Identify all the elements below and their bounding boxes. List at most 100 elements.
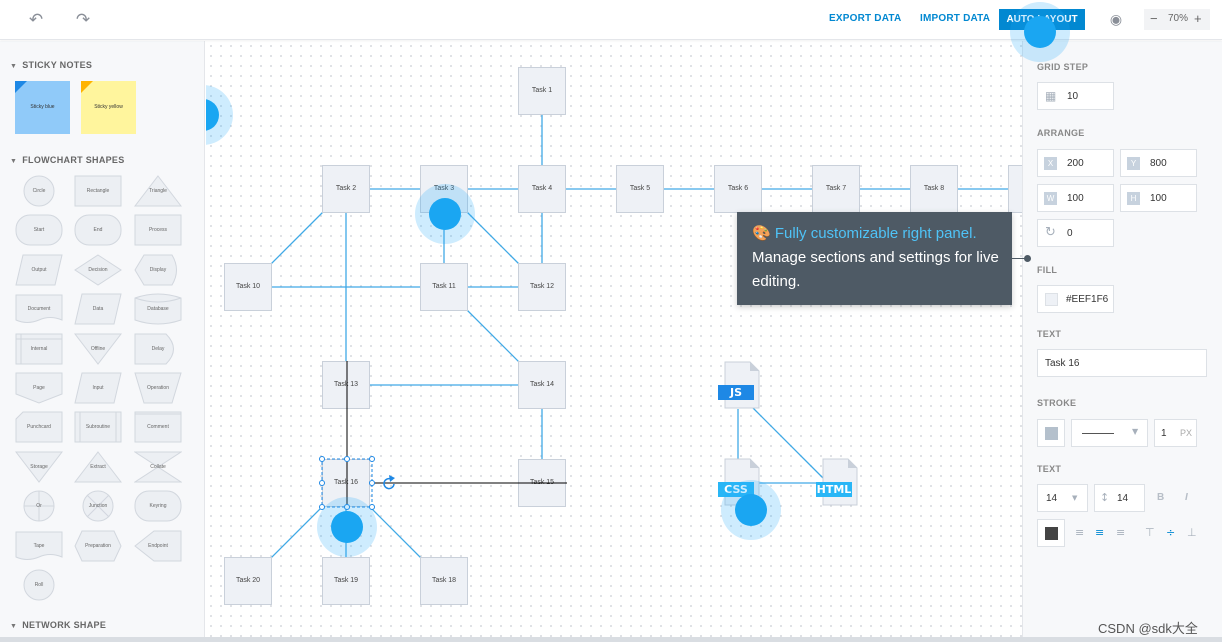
shape-collate[interactable]: Collate	[134, 451, 182, 483]
italic-button[interactable]: I	[1185, 492, 1188, 503]
shape-document[interactable]: Document	[15, 293, 63, 325]
shape-label: Keyring	[149, 503, 167, 510]
preparation-shape-icon	[74, 530, 122, 562]
shape-or[interactable]: Or	[15, 490, 63, 522]
diagram-node[interactable]: Task 12	[518, 263, 566, 311]
shape-decision[interactable]: Decision	[74, 254, 122, 286]
stroke-style-select[interactable]: ▼	[1071, 419, 1148, 447]
shape-data[interactable]: Data	[74, 293, 122, 325]
shape-roll[interactable]: Roll	[15, 569, 63, 601]
sticky-yellow[interactable]: Sticky yellow	[81, 81, 136, 134]
align-top-icon[interactable]: ⊤	[1145, 526, 1155, 539]
zoom-in-button[interactable]: +	[1194, 11, 1202, 26]
align-center-icon[interactable]: ≡	[1095, 526, 1105, 539]
shape-output[interactable]: Output	[15, 254, 63, 286]
align-middle-icon[interactable]: ÷	[1166, 526, 1176, 539]
export-data-button[interactable]: EXPORT DATA	[829, 13, 902, 24]
delay-shape-icon	[134, 333, 174, 365]
shape-junction[interactable]: Junction	[74, 490, 122, 522]
flowchart-shapes-header[interactable]: ▼FLOWCHART SHAPES	[10, 155, 125, 165]
align-right-icon[interactable]: ≡	[1116, 526, 1126, 539]
diagram-node[interactable]: Task 11	[420, 263, 468, 311]
shape-label: Start	[33, 227, 45, 234]
shape-label: Collate	[150, 463, 166, 470]
diagram-node[interactable]: Task 19	[322, 557, 370, 605]
shape-operation[interactable]: Operation	[134, 372, 182, 404]
touch-indicator	[415, 184, 475, 244]
eye-icon[interactable]: ◉	[1109, 12, 1123, 28]
diagram-node[interactable]: Task 18	[420, 557, 468, 605]
stroke-color-input[interactable]	[1037, 419, 1065, 447]
stroke-width-input[interactable]: 1 PX	[1154, 419, 1197, 447]
file-node-html[interactable]: HTML	[816, 458, 858, 506]
bold-button[interactable]: B	[1157, 492, 1165, 503]
y-input[interactable]: Y 800	[1120, 149, 1197, 177]
diagram-node[interactable]: Task 20	[224, 557, 272, 605]
align-left-icon[interactable]: ≡	[1075, 526, 1085, 539]
diagram-node[interactable]: Task 15	[518, 459, 566, 507]
shape-extract[interactable]: Extract	[74, 450, 122, 483]
shape-delay[interactable]: Delay	[134, 333, 182, 365]
sticky-notes-header[interactable]: ▼STICKY NOTES	[10, 60, 93, 70]
fill-swatch[interactable]	[1045, 293, 1058, 306]
shape-endpoint[interactable]: Endpoint	[134, 530, 182, 562]
diagram-node[interactable]: Task 14	[518, 361, 566, 409]
diagram-node-partial[interactable]	[1008, 165, 1022, 213]
keyring-shape-icon	[134, 490, 182, 522]
file-node-css[interactable]: CSS	[718, 458, 760, 506]
diagram-node[interactable]: Task 10	[224, 263, 272, 311]
grid-step-value: 10	[1067, 91, 1079, 102]
grid-step-label: GRID STEP	[1037, 62, 1089, 72]
diagram-node[interactable]: Task 6	[714, 165, 762, 213]
shape-display[interactable]: Display	[134, 254, 182, 286]
edge-line[interactable]	[750, 405, 832, 487]
shape-storage[interactable]: Storage	[15, 451, 63, 483]
diagram-node[interactable]: Task 7	[812, 165, 860, 213]
shape-process[interactable]: Process	[134, 214, 182, 246]
shape-comment[interactable]: Comment	[134, 411, 182, 443]
diagram-node[interactable]: Task 5	[616, 165, 664, 213]
file-node-js[interactable]: JS	[718, 361, 760, 409]
shape-end[interactable]: End	[74, 214, 122, 246]
diagram-node[interactable]: Task 1	[518, 67, 566, 115]
shape-input[interactable]: Input	[74, 372, 122, 404]
network-shape-header[interactable]: ▼NETWORK SHAPE	[10, 620, 107, 630]
shape-offline[interactable]: Offline	[74, 333, 122, 365]
fill-input[interactable]: #EEF1F6	[1037, 285, 1114, 313]
tooltip-connector	[1012, 258, 1026, 259]
h-input[interactable]: H 100	[1120, 184, 1197, 212]
shape-subroutine[interactable]: Subroutine	[74, 411, 122, 443]
shape-triangle[interactable]: Triangle	[134, 175, 182, 207]
shape-keyring[interactable]: Keyring	[134, 490, 182, 522]
sticky-blue[interactable]: Sticky blue	[15, 81, 70, 134]
shape-internal[interactable]: Internal	[15, 333, 63, 365]
rectangle-shape-icon	[74, 175, 122, 207]
zoom-out-button[interactable]: −	[1150, 11, 1158, 26]
font-size-select[interactable]: 14 ▼	[1037, 484, 1088, 512]
align-bottom-icon[interactable]: ⊥	[1187, 526, 1197, 539]
text-color-input[interactable]	[1037, 519, 1065, 547]
shape-database[interactable]: Database	[134, 293, 182, 325]
shape-circle[interactable]: Circle	[15, 175, 63, 207]
line-height-input[interactable]: ↕ 14	[1094, 484, 1145, 512]
redo-icon[interactable]: ↷	[75, 10, 91, 30]
shape-preparation[interactable]: Preparation	[74, 530, 122, 562]
shape-page[interactable]: Page	[15, 372, 63, 404]
subroutine-shape-icon	[74, 411, 122, 443]
diagram-node[interactable]: Task 4	[518, 165, 566, 213]
shape-punchcard[interactable]: Punchcard	[15, 411, 63, 443]
undo-icon[interactable]: ↶	[28, 10, 44, 30]
import-data-button[interactable]: IMPORT DATA	[920, 13, 991, 24]
shape-rectangle[interactable]: Rectangle	[74, 175, 122, 207]
diagram-node[interactable]: Task 13	[322, 361, 370, 409]
shape-tape[interactable]: Tape	[15, 530, 63, 562]
rotation-input[interactable]: ↻ 0	[1037, 219, 1114, 247]
shape-start[interactable]: Start	[15, 214, 63, 246]
text-input[interactable]: Task 16	[1037, 349, 1207, 377]
x-input[interactable]: X 200	[1037, 149, 1114, 177]
w-input[interactable]: W 100	[1037, 184, 1114, 212]
diagram-node[interactable]: Task 2	[322, 165, 370, 213]
grid-step-input[interactable]: ▦ 10	[1037, 82, 1114, 110]
diagram-node[interactable]: Task 8	[910, 165, 958, 213]
